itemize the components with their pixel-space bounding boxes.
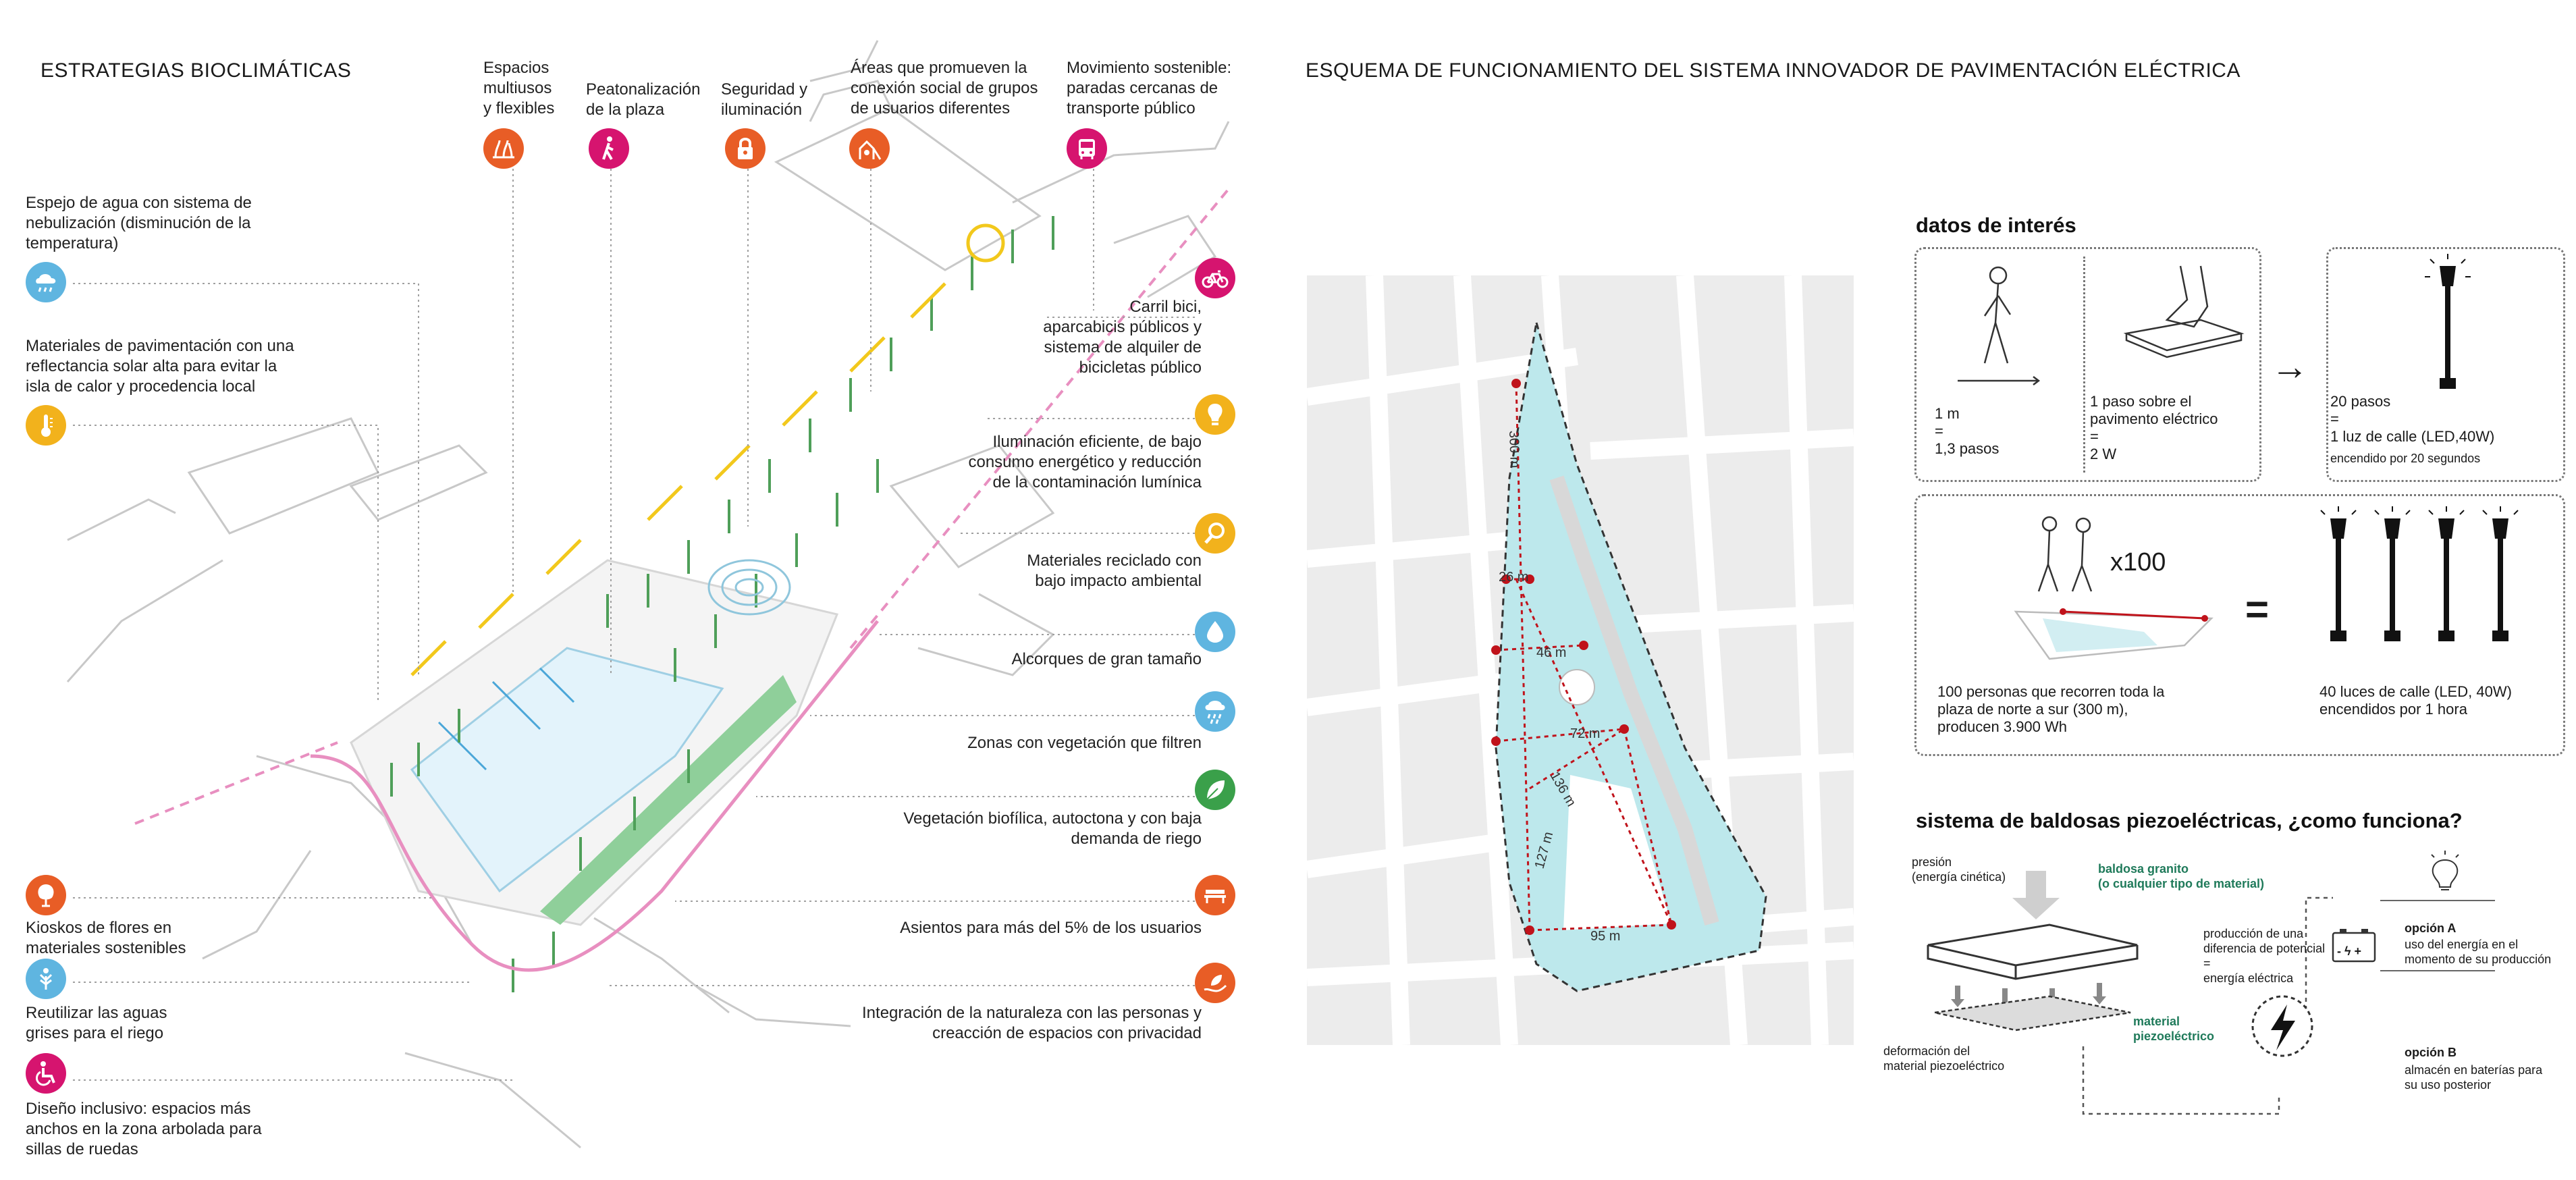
bus-icon	[1067, 128, 1107, 169]
tree-icon	[26, 875, 66, 915]
label-iluminacion-eficiente: Iluminación eficiente, de bajo consumo e…	[968, 433, 1202, 491]
plants-icon	[483, 128, 524, 169]
bicycle-icon	[1195, 258, 1235, 298]
piezo-diagram	[1927, 851, 2495, 1115]
opcion-b-title: opción B	[2405, 1046, 2457, 1059]
label-espejo-agua: Espejo de agua con sistema de nebulizaci…	[26, 194, 252, 252]
bulb-icon	[1195, 394, 1235, 435]
step-on-tile-icon	[2123, 265, 2245, 358]
lamps-energy-text: 40 luces de calle (LED, 40W) encendidos …	[2319, 683, 2512, 718]
step-equivalence: 1 paso sobre el pavimento eléctrico = 2 …	[2090, 393, 2218, 462]
baldosa-label: baldosa granito (o cualquier tipo de mat…	[2098, 862, 2265, 890]
label-peatonalizacion: Peatonalización de la plaza	[586, 80, 701, 119]
irrigation-icon	[26, 959, 66, 999]
map-label-300: 300 m	[1506, 430, 1522, 468]
walking-person-icon	[1958, 266, 2041, 385]
label-reutilizar-aguas: Reutilizar las aguas grises para el rieg…	[26, 1004, 167, 1042]
label-vegetacion-biofilica: Vegetación biofílica, autoctona y con ba…	[903, 809, 1202, 848]
datos-box-1	[1914, 247, 2261, 482]
people-energy-text: 100 personas que recorren toda la plaza …	[1937, 683, 2165, 735]
rain-icon	[1195, 691, 1235, 732]
label-movimiento-sostenible: Movimiento sostenible: paradas cercanas …	[1067, 59, 1232, 117]
hand-leaf-icon	[1195, 963, 1235, 1003]
walk-equivalence: 1 m = 1,3 pasos	[1935, 405, 2000, 457]
label-diseno-inclusivo: Diseño inclusivo: espacios más anchos en…	[26, 1100, 262, 1158]
right-title: ESQUEMA DE FUNCIONAMIENTO DEL SISTEMA IN…	[1306, 59, 2240, 82]
opcion-a-text: uso del energía en el momento de su prod…	[2405, 938, 2552, 966]
map-label-26: 26 m	[1499, 570, 1528, 585]
label-asientos: Asientos para más del 5% de los usuarios	[900, 919, 1202, 937]
thermometer-icon	[26, 405, 66, 446]
opcion-a-title: opción A	[2405, 921, 2457, 935]
map-label-95: 95 m	[1590, 929, 1620, 944]
pedestrian-icon	[589, 128, 629, 169]
datos-heading: datos de interés	[1916, 213, 2076, 237]
material-label: material piezoeléctrico	[2133, 1015, 2215, 1043]
label-materiales-reciclado: Materiales reciclado con bajo impacto am…	[1027, 552, 1202, 590]
leaf-icon	[1195, 770, 1235, 810]
lock-icon	[725, 128, 766, 169]
equals-sign: =	[2245, 587, 2270, 632]
label-espacios-multiusos: Espacios multiusos y flexibles	[483, 59, 555, 117]
label-kioskos: Kioskos de flores en materiales sostenib…	[26, 919, 186, 957]
label-carril-bici: Carril bici, aparcabicis públicos y sist…	[1043, 298, 1202, 377]
playground-icon	[849, 128, 890, 169]
bench-icon	[1195, 875, 1235, 915]
opcion-b-text: almacén en baterías para su uso posterio…	[2405, 1063, 2543, 1092]
site-map: 300 m 26 m 46 m 72 m 136 m 127 m 95 m	[1307, 275, 1854, 1045]
map-label-46: 46 m	[1536, 645, 1566, 660]
plaza-axonometric	[66, 40, 1230, 1149]
wheelchair-icon	[26, 1053, 66, 1094]
four-street-lamps-icon	[2320, 506, 2519, 641]
deformacion-label: deformación del material piezoeléctrico	[1883, 1044, 2005, 1073]
datos-divider	[2083, 257, 2085, 473]
arrow-right-icon: →	[2271, 345, 2309, 387]
produccion-label: producción de una diferencia de potencia…	[2203, 927, 2326, 985]
map-label-72: 72 m	[1570, 726, 1600, 741]
magnifier-icon	[1195, 513, 1235, 554]
piezo-heading: sistema de baldosas piezoeléctricas, ¿co…	[1916, 809, 2463, 832]
presion-label: presión (energía cinética)	[1912, 855, 2006, 884]
label-areas-conexion: Áreas que promueven la conexión social d…	[851, 59, 1038, 117]
label-seguridad: Seguridad y iluminación	[721, 80, 808, 119]
battery-icon: - ϟ +	[2337, 944, 2362, 958]
label-zonas-vegetacion: Zonas con vegetación que filtren	[967, 734, 1202, 752]
people-walking-map-icon	[2014, 516, 2213, 660]
mist-icon	[26, 262, 66, 302]
datos-box-2	[2326, 247, 2565, 482]
label-alcorques: Alcorques de gran tamaño	[1011, 650, 1202, 668]
datos-box-3	[1914, 494, 2565, 756]
label-materiales-pavimentacion: Materiales de pavimentación con una refl…	[26, 337, 294, 396]
left-title: ESTRATEGIAS BIOCLIMÁTICAS	[41, 59, 352, 82]
street-lamp-icon	[2425, 254, 2471, 389]
x100-multiplier: x100	[2110, 548, 2166, 576]
pasos-duration: encendido por 20 segundos	[2330, 452, 2481, 465]
label-integracion-naturaleza: Integración de la naturaleza con las per…	[862, 1004, 1202, 1042]
pasos-equivalence: 20 pasos = 1 luz de calle (LED,40W)	[2330, 393, 2495, 445]
drop-icon	[1195, 612, 1235, 652]
